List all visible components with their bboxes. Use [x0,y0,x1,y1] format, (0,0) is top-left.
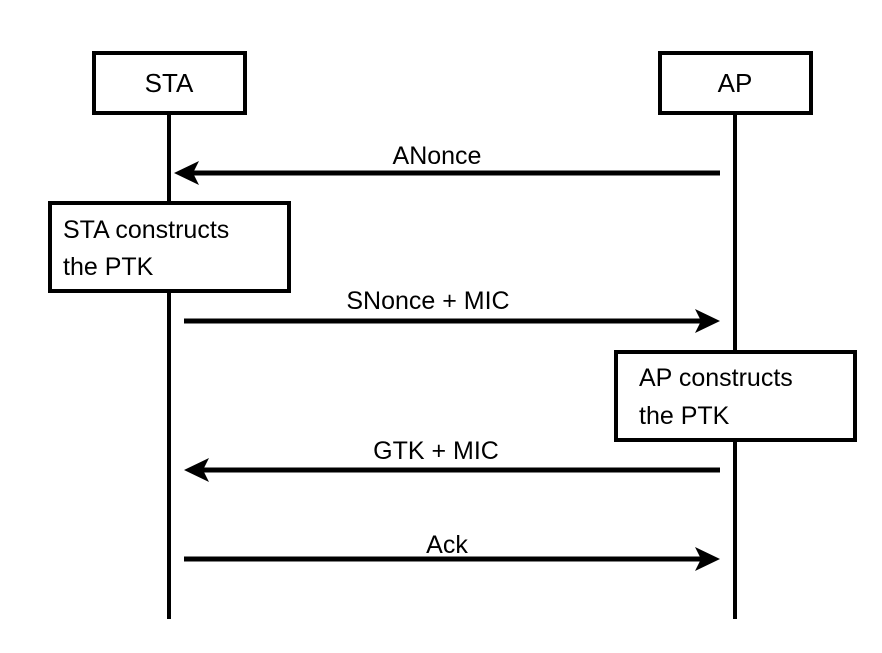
actor-label-ap: AP [718,68,753,98]
actor-ap: AP [658,51,813,115]
actor-box-sta [92,51,247,115]
note-sta-constructs-ptk: STA constructs the PTK [48,201,291,293]
note-line-1: STA constructs [63,216,229,244]
message-label: GTK + MIC [373,437,499,465]
message-snonce-mic: SNonce + MIC [184,287,720,333]
actor-box-ap [658,51,813,115]
actor-label-sta: STA [145,68,194,98]
arrowhead-right-icon [695,547,720,571]
message-anonce: ANonce [174,142,720,185]
arrowhead-left-icon [174,161,199,185]
message-label: ANonce [393,142,482,170]
message-gtk-mic: GTK + MIC [184,437,720,482]
note-box [614,350,857,442]
message-label: SNonce + MIC [346,287,509,315]
message-ack: Ack [184,531,720,571]
note-line-2: the PTK [639,402,730,430]
actor-sta: STA [92,51,247,115]
note-box [48,201,291,293]
note-ap-constructs-ptk: AP constructs the PTK [614,350,857,442]
note-line-2: the PTK [63,253,154,281]
note-line-1: AP constructs [639,364,793,392]
message-label: Ack [426,531,468,559]
arrowhead-right-icon [695,309,720,333]
arrowhead-left-icon [184,458,209,482]
